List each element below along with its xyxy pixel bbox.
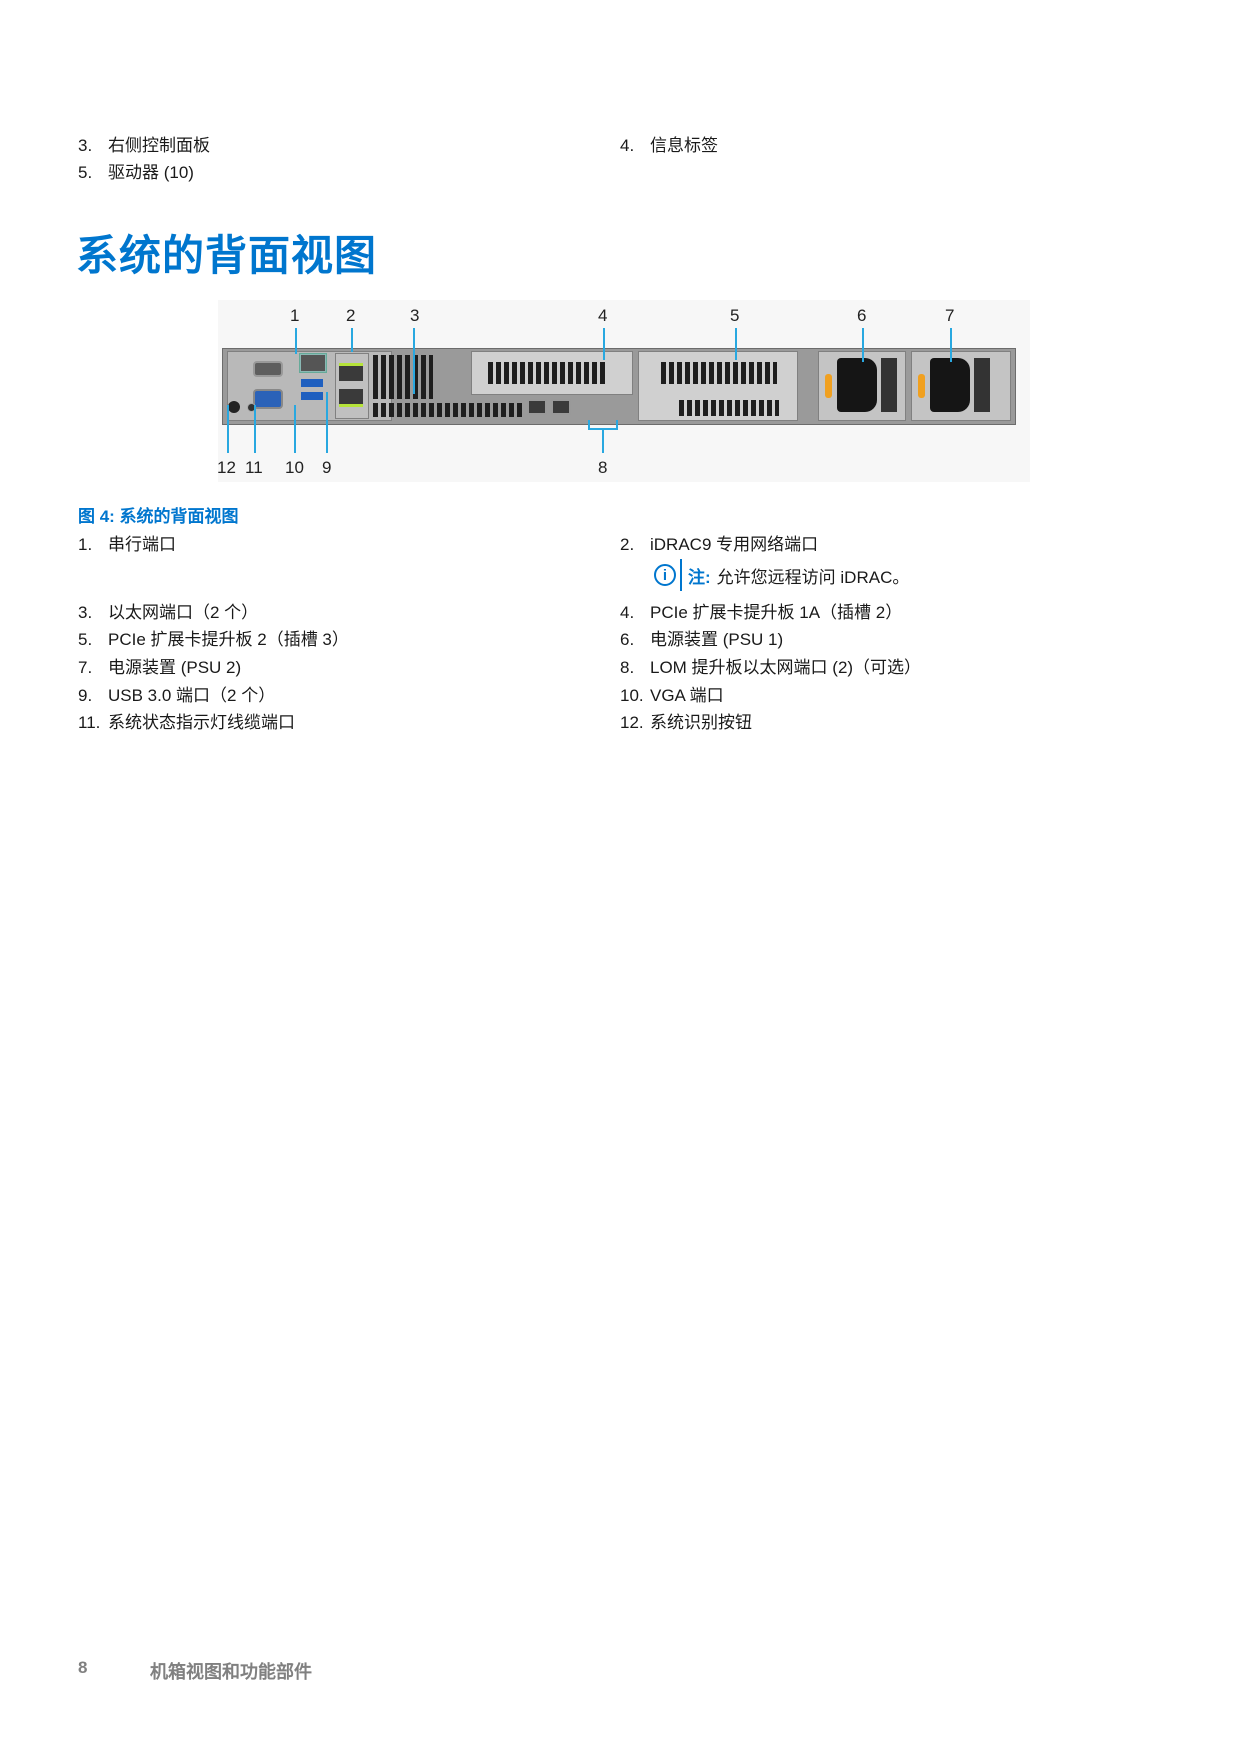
callout-2: 2 [346, 306, 356, 325]
figure-caption: 图 4: 系统的背面视图 [78, 507, 239, 526]
vent-grille [679, 400, 779, 416]
note-divider [680, 559, 682, 591]
item-number: 11. [78, 713, 101, 732]
item-number: 5. [78, 630, 93, 649]
note-callout: i 注: 允许您远程访问 iDRAC。 [654, 559, 910, 591]
item-number: 8. [620, 658, 635, 677]
usb-port-2 [301, 392, 323, 400]
note-label: 注: [688, 567, 711, 587]
idrac-jack [301, 355, 325, 371]
callout-10: 10 [285, 458, 304, 477]
pcie-riser-2 [638, 351, 798, 421]
callout-12: 12 [217, 458, 236, 477]
vga-port [253, 389, 283, 409]
leader-line [413, 328, 415, 394]
callout-6: 6 [857, 306, 867, 325]
vent-grille [373, 355, 433, 399]
system-id-button [228, 401, 240, 413]
lom-ethernet-port-2 [551, 399, 571, 415]
leader-line [735, 328, 737, 360]
item-number: 6. [620, 630, 635, 649]
chapter-title: 机箱视图和功能部件 [150, 1662, 312, 1682]
item-text: PCIe 扩展卡提升板 2（插槽 3） [108, 630, 349, 649]
callout-11: 11 [245, 458, 263, 477]
item-text: 电源装置 (PSU 2) [108, 658, 242, 677]
callout-7: 7 [945, 306, 955, 325]
psu-handle [918, 374, 925, 398]
pcie-riser-1a [471, 351, 633, 395]
item-text: 系统状态指示灯线缆端口 [108, 713, 295, 732]
note-text: 允许您远程访问 iDRAC。 [716, 567, 910, 587]
leader-line [603, 328, 605, 360]
item-text: PCIe 扩展卡提升板 1A（插槽 2） [650, 603, 903, 622]
server-chassis-rear [222, 348, 1016, 425]
item-number: 12. [620, 713, 644, 732]
leader-line [254, 405, 256, 453]
leader-line [326, 392, 328, 453]
callout-9: 9 [322, 458, 332, 477]
section-title: 系统的背面视图 [76, 232, 378, 279]
leader-line [294, 405, 296, 453]
leader-line [602, 430, 604, 453]
callout-1: 1 [290, 306, 300, 325]
serial-port [253, 361, 283, 377]
usb-port-1 [301, 379, 323, 387]
vent-grille [488, 362, 608, 384]
ethernet-port-1 [339, 363, 363, 381]
item-number: 4. [620, 136, 635, 155]
leader-line [351, 328, 353, 352]
item-text: 系统识别按钮 [650, 713, 752, 732]
item-text: 以太网端口（2 个） [108, 603, 259, 622]
psu-handle [825, 374, 832, 398]
callout-5: 5 [730, 306, 740, 325]
item-text: 电源装置 (PSU 1) [650, 630, 784, 649]
vent-grille [661, 362, 777, 384]
leader-line [862, 328, 864, 362]
item-text: USB 3.0 端口（2 个） [108, 686, 276, 705]
psu-1 [818, 351, 906, 421]
psu-latch [974, 358, 990, 412]
item-number: 2. [620, 535, 635, 554]
item-text: VGA 端口 [650, 686, 724, 705]
item-number: 3. [78, 136, 93, 155]
item-text: 右侧控制面板 [108, 136, 210, 155]
item-number: 1. [78, 535, 93, 554]
item-number: 3. [78, 603, 93, 622]
item-number: 7. [78, 658, 93, 677]
item-text: 串行端口 [108, 535, 176, 554]
leader-line [227, 405, 229, 453]
callout-4: 4 [598, 306, 608, 325]
ethernet-port-2 [339, 389, 363, 407]
item-number: 9. [78, 686, 93, 705]
leader-line [295, 328, 297, 354]
power-inlet [930, 358, 970, 412]
item-text: iDRAC9 专用网络端口 [650, 535, 819, 554]
page-number: 8 [78, 1658, 88, 1677]
item-text: LOM 提升板以太网端口 (2)（可选） [650, 658, 922, 677]
item-number: 5. [78, 163, 93, 182]
psu-2 [911, 351, 1011, 421]
item-text: 驱动器 (10) [108, 163, 194, 182]
callout-8: 8 [598, 458, 608, 477]
callout-3: 3 [410, 306, 420, 325]
leader-line [950, 328, 952, 362]
item-number: 10. [620, 686, 644, 705]
power-inlet [837, 358, 877, 412]
item-number: 4. [620, 603, 635, 622]
info-icon: i [654, 564, 676, 586]
bracket-line [588, 420, 618, 430]
psu-latch [881, 358, 897, 412]
vent-grille [373, 403, 523, 417]
item-text: 信息标签 [650, 136, 718, 155]
lom-ethernet-port-1 [527, 399, 547, 415]
